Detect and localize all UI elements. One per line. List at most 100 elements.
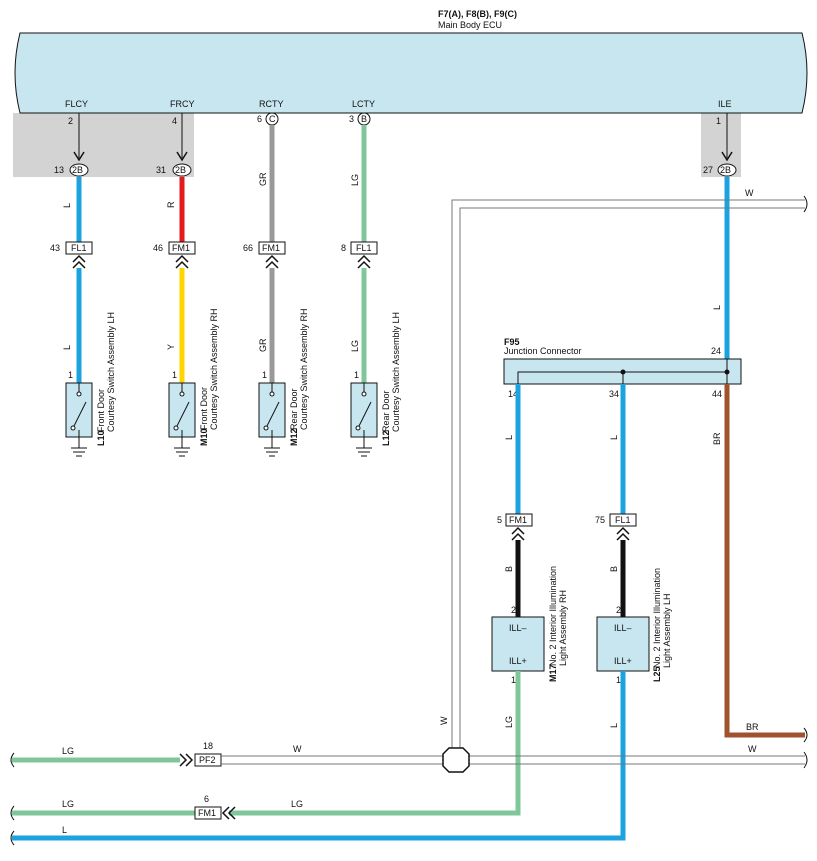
switch-label-m12: M12 Rear Door Courtesy Switch Assembly R… <box>289 308 309 446</box>
svg-text:Courtesy Switch Assembly LH: Courtesy Switch Assembly LH <box>391 312 401 432</box>
wire-label-lg-1: LG <box>350 174 360 186</box>
wire-label-l-bottom: L <box>62 825 67 835</box>
svg-text:No. 2 Interior Illumination: No. 2 Interior Illumination <box>652 568 662 668</box>
junction-dot <box>724 369 730 375</box>
arrow-icon <box>73 151 85 162</box>
wire-label-r: R <box>166 201 176 208</box>
connector-c: C <box>269 114 276 124</box>
inline-pin-18: 18 <box>203 741 213 751</box>
junction-code: F95 <box>504 337 520 347</box>
inline-connector-fl1-8 <box>350 241 378 255</box>
svg-text:L12: L12 <box>381 430 391 446</box>
inline-pin-66: 66 <box>243 243 253 253</box>
ecu-terminal-rcty: RCTY <box>259 99 284 109</box>
wire-w-main <box>451 195 808 760</box>
switch-pin-l10: 1 <box>68 370 73 380</box>
svg-text:ILL+: ILL+ <box>614 656 632 666</box>
wire-end-icon <box>10 752 15 768</box>
ecu-gray-box-left <box>13 113 194 177</box>
wire-label-l-j34: L <box>609 435 619 440</box>
junction-name: Junction Connector <box>504 346 582 356</box>
junction-pin-24: 24 <box>711 346 721 356</box>
svg-text:L10: L10 <box>96 430 106 446</box>
connector-2b: 2B <box>72 165 83 175</box>
svg-text:No. 2 Interior Illumination: No. 2 Interior Illumination <box>548 566 558 666</box>
wire-br-j44 <box>724 384 805 738</box>
wire-lg-m17 <box>229 671 521 816</box>
light-label-m17: M17 No. 2 Interior Illumination Light As… <box>548 566 568 682</box>
ecu-box <box>14 32 808 114</box>
light-label-l25: L25 No. 2 Interior Illumination Light As… <box>652 568 672 682</box>
connector-2b: 2B <box>720 165 731 175</box>
switch-l12 <box>350 382 378 457</box>
svg-text:ILL–: ILL– <box>614 623 632 633</box>
svg-text:Light Assembly LH: Light Assembly LH <box>662 593 672 668</box>
svg-text:1: 1 <box>511 675 516 685</box>
junction-pin-34: 34 <box>609 389 619 399</box>
inline-pin-5: 5 <box>497 515 502 525</box>
pin-lcty: 3 <box>349 114 354 124</box>
wire-label-lg-2: LG <box>350 340 360 352</box>
inline-pin-8: 8 <box>341 243 346 253</box>
inline-name-fm1-66: FM1 <box>262 243 280 253</box>
switch-l10 <box>65 382 93 457</box>
inline-pin-6: 6 <box>204 794 209 804</box>
switch-m10 <box>168 382 196 457</box>
junction-dot <box>620 369 626 375</box>
connector-oval-icon <box>717 163 737 177</box>
pin-31: 31 <box>156 165 166 175</box>
wire-l-l25 <box>12 671 626 841</box>
double-chevron-icon <box>179 753 194 767</box>
svg-text:M12: M12 <box>289 428 299 446</box>
ecu-terminal-lcty: LCTY <box>352 99 375 109</box>
switch-label-l12: L12 Rear Door Courtesy Switch Assembly L… <box>381 312 401 446</box>
double-chevron-icon <box>221 806 236 820</box>
svg-text:Front Door: Front Door <box>199 387 209 430</box>
wire-end-icon <box>803 727 808 743</box>
connector-b: B <box>361 114 367 124</box>
double-chevron-icon <box>265 254 279 269</box>
svg-text:Courtesy Switch Assembly RH: Courtesy Switch Assembly RH <box>209 308 219 430</box>
inline-connector-fl1-75 <box>609 513 637 527</box>
connector-oval-icon <box>69 163 89 177</box>
inline-connector-fm1-66 <box>258 241 286 255</box>
svg-text:ILL+: ILL+ <box>509 656 527 666</box>
inline-connector-fl1-43 <box>65 241 93 255</box>
wire-label-b-l25: B <box>609 566 619 572</box>
wire-label-l-ile: L <box>712 305 722 310</box>
wire-label-l-1: L <box>62 203 72 208</box>
pin-ile: 1 <box>716 116 721 126</box>
svg-text:Courtesy Switch Assembly RH: Courtesy Switch Assembly RH <box>299 308 309 430</box>
pin-13: 13 <box>54 165 64 175</box>
ecu-terminal-flcy: FLCY <box>65 99 88 109</box>
svg-text:Courtesy Switch Assembly LH: Courtesy Switch Assembly LH <box>106 312 116 432</box>
inline-connector-pf2-18 <box>194 753 222 767</box>
svg-text:Rear Door: Rear Door <box>289 388 299 430</box>
switch-pin-m10: 1 <box>172 370 177 380</box>
double-chevron-icon <box>175 254 189 269</box>
double-chevron-icon <box>616 526 630 541</box>
light-m17: ILL– ILL+ 2 1 <box>491 605 545 685</box>
junction-pin-44: 44 <box>712 389 722 399</box>
wire-label-w-bottom-right: W <box>748 744 757 754</box>
inline-name-fm1-5: FM1 <box>509 515 527 525</box>
connector-2b: 2B <box>175 165 186 175</box>
switch-label-m10: M10 Front Door Courtesy Switch Assembly … <box>199 308 219 446</box>
inline-name-fm1-6: FM1 <box>198 808 216 818</box>
svg-text:Rear Door: Rear Door <box>381 390 391 432</box>
wire-label-y: Y <box>166 344 176 350</box>
switch-m12 <box>258 382 286 457</box>
inline-pin-75: 75 <box>595 515 605 525</box>
arrow-icon <box>721 151 733 162</box>
light-l25: ILL– ILL+ 2 1 <box>596 605 650 685</box>
wire-end-icon <box>10 830 15 846</box>
svg-text:2: 2 <box>511 605 516 615</box>
inline-name-fl1-8: FL1 <box>356 243 372 253</box>
inline-connector-fm1-5 <box>505 513 533 527</box>
switch-pin-l12: 1 <box>354 370 359 380</box>
wire-label-br-vert: BR <box>712 432 722 445</box>
wire-label-lg-pf2: LG <box>62 746 74 756</box>
wire-label-l-j14: L <box>504 435 514 440</box>
ecu-terminal-frcy: FRCY <box>170 99 195 109</box>
